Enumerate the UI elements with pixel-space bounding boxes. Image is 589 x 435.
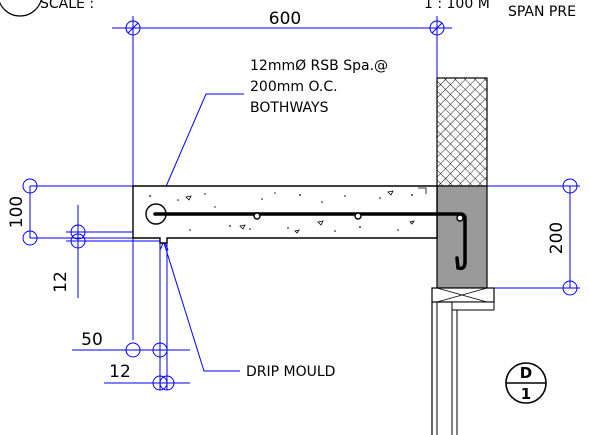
dimension-drip-offset-label: 50 xyxy=(81,330,103,350)
dimension-slab-thickness-label: 100 xyxy=(7,196,27,228)
title-bubble: SCALE : 1 : 100 M SPAN PRE xyxy=(0,0,576,20)
scale-label: SCALE : xyxy=(40,0,94,12)
scale-value: 1 : 100 M xyxy=(424,0,490,12)
rebar-note-line3: BOTHWAYS xyxy=(250,100,329,116)
wall-section xyxy=(431,77,495,435)
section-tag-letter: D xyxy=(520,364,532,382)
dimension-lines xyxy=(22,16,580,391)
dimension-wall-beam-label: 200 xyxy=(547,222,567,254)
rebar-note-line2: 200mm O.C. xyxy=(250,79,338,95)
canopy-slab xyxy=(132,185,467,271)
dimension-drip-gap-label: 12 xyxy=(51,271,71,293)
dimension-width-label: 600 xyxy=(269,9,301,29)
rebar-note-line1: 12mmØ RSB Spa.@ xyxy=(250,58,388,74)
drip-mould-note: DRIP MOULD xyxy=(246,364,335,380)
section-tag-number: 1 xyxy=(521,385,531,403)
span-label: SPAN PRE xyxy=(508,4,576,20)
dimension-drip-width-label: 12 xyxy=(109,362,131,382)
section-tag: D 1 xyxy=(505,362,547,404)
